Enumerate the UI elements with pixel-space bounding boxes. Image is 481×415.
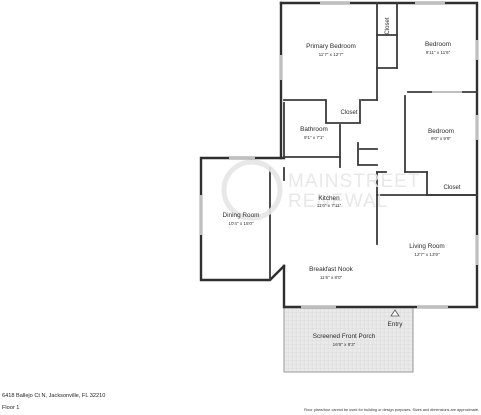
room-dims-living-room: 12'7" x 13'9"	[414, 252, 440, 257]
room-name-dining-room: Dining Room	[223, 212, 260, 219]
room-dims-bedroom-2: 9'0" x 9'9"	[431, 136, 451, 141]
room-name-porch: Screened Front Porch	[313, 333, 376, 340]
room-dims-primary-bedroom: 11'7" x 12'7"	[319, 52, 344, 57]
room-name-living-room: Living Room	[409, 243, 445, 250]
room-dims-kitchen: 11'6" x 7'11"	[317, 203, 342, 208]
entry-label: Entry	[388, 321, 404, 328]
porch-outline	[283, 307, 414, 373]
disclaimer-text: Floor plans/tour cannot be used for buil…	[304, 408, 479, 412]
room-name-primary-bedroom: Primary Bedroom	[306, 43, 356, 50]
floor-label: Floor 1	[2, 405, 20, 411]
closet-label-right: Closet	[443, 185, 460, 191]
room-dims-dining-room: 10'4" x 15'0"	[228, 221, 254, 226]
interior-walls	[269, 2, 478, 281]
svg-text:RENEWAL: RENEWAL	[288, 191, 388, 212]
entry-arrow-icon	[390, 309, 400, 317]
closet-label-primary: Closet	[340, 110, 357, 116]
room-name-kitchen: Kitchen	[318, 195, 340, 202]
property-address: 6418 Ballejo Ct N, Jacksonville, FL 3221…	[2, 393, 106, 399]
watermark-logo: MAINSTREET RENEWAL	[221, 159, 420, 221]
exterior-walls	[199, 1, 479, 309]
room-name-bedroom-2: Bedroom	[428, 128, 454, 135]
closet-label-top: Closet	[385, 17, 391, 34]
windows	[200, 2, 478, 308]
porch-floor	[284, 307, 413, 372]
svg-text:MAINSTREET: MAINSTREET	[288, 171, 420, 192]
room-dims-porch: 16'6" x 8'3"	[333, 342, 356, 347]
room-dims-bedroom-1: 9'11" x 11'6"	[426, 50, 451, 55]
room-dims-bathroom: 9'1" x 7'1"	[304, 135, 324, 140]
room-name-breakfast-nook: Breakfast Nook	[309, 266, 353, 273]
room-dims-breakfast-nook: 11'6" x 8'0"	[320, 275, 343, 280]
room-name-bathroom: Bathroom	[300, 126, 328, 133]
room-name-bedroom-1: Bedroom	[425, 41, 451, 48]
